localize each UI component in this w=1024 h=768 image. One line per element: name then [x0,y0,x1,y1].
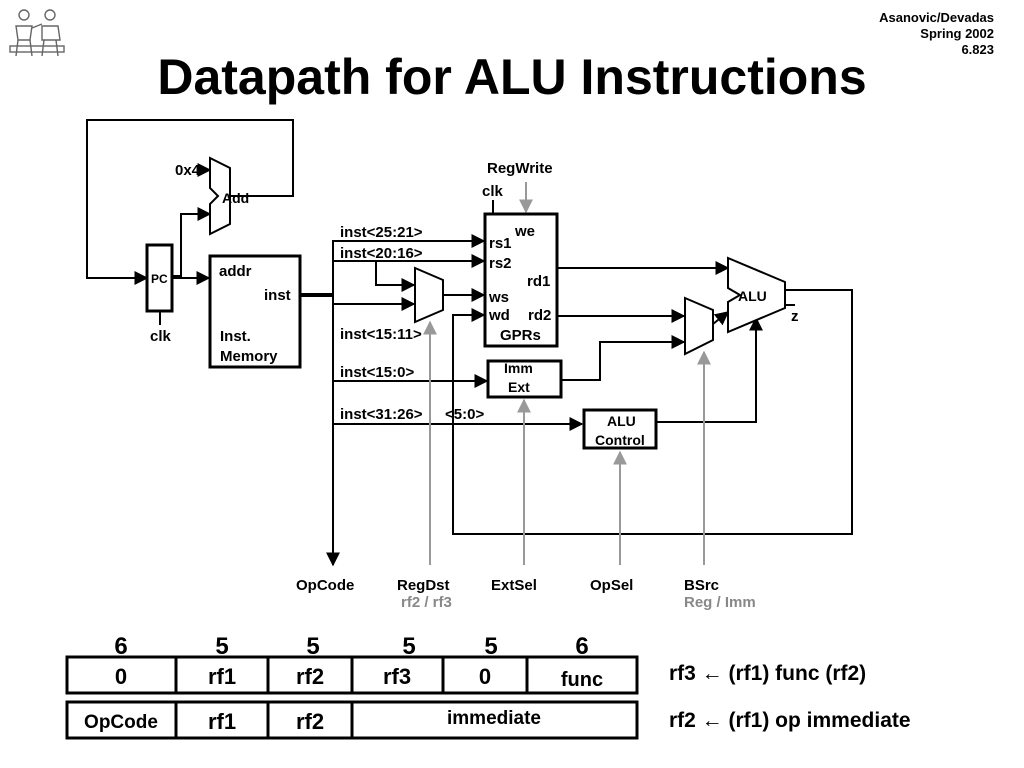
rtype-field-0: 0 [115,664,127,689]
regdst-mux [414,266,444,324]
imem-inst-label: inst [264,287,291,304]
pc-adder [209,156,231,236]
pc-register [145,243,174,313]
width-1: 5 [215,633,228,660]
rtype-field-3: rf3 [383,664,411,689]
course-term: Spring 2002 [920,26,994,41]
alu-control-line2: Control [595,432,645,448]
alu-control-unit [582,408,658,450]
gpr-rs1-label: rs1 [489,235,512,252]
imm-ext-line2: Ext [508,379,530,395]
width-0: 6 [114,633,127,660]
field-5-0: <5:0> [445,406,484,423]
imem-name-line2: Memory [220,348,278,365]
regdst-signal-label: RegDst [397,577,450,594]
pc-clk-label: clk [150,328,172,345]
rt-to-mux-wire [375,261,416,292]
extsel-signal-label: ExtSel [491,577,537,594]
instruction-memory [208,254,302,369]
field-25-21: inst<25:21> [340,224,423,241]
ext-to-mux-wire [561,335,686,381]
alu-out-label: z [791,308,799,325]
opcode-signal-label: OpCode [296,577,354,594]
rtype-equation: rf3 ← (rf1) func (rf2) [669,662,866,685]
regwrite-label: RegWrite [487,160,553,177]
gpr-rd1-label: rd1 [527,273,550,290]
imem-name-line1: Inst. [220,328,251,345]
gpr-rd2-label: rd2 [528,307,551,324]
imm-ext-line1: Imm [504,360,533,376]
slide-title: Datapath for ALU Instructions [157,49,867,105]
width-4: 5 [484,633,497,660]
regdst-sub-label: rf2 / rf3 [401,594,452,611]
bsrc-sub-label: Reg / Imm [684,594,756,611]
gpr-file [483,212,559,348]
gpr-rs2-label: rs2 [489,255,512,272]
field-15-11: inst<15:11> [340,326,422,343]
course-number: 6.823 [961,42,994,57]
course-authors: Asanovic/Devadas [879,10,994,25]
opsel-signal-label: OpSel [590,577,633,594]
itype-field-1: rf1 [208,709,236,734]
itype-field-2: rf2 [296,709,324,734]
field-widths: 6 5 5 5 5 6 [114,633,588,660]
itype-equation: rf2 ← (rf1) op immediate [669,709,911,732]
writeback-wire [452,289,853,535]
itype-field-3: immediate [447,708,541,729]
course-info: Asanovic/Devadas Spring 2002 6.823 [879,10,994,58]
pc-to-adder-wire [172,207,212,277]
const4-label: 0x4 [175,162,201,179]
imm-ext-unit [486,359,563,399]
gpr-clk-label: clk [482,183,504,200]
rtype-field-1: rf1 [208,664,236,689]
alu-label: ALU [738,288,767,304]
rtype-field-4: 0 [479,664,491,689]
adder-label: Add [222,190,249,206]
rtype-field-2: rf2 [296,664,324,689]
rtype-field-5: func [561,669,603,691]
field-31-26: inst<31:26> [340,406,423,423]
pc-label: PC [151,272,168,286]
bsrc-signal-label: BSrc [684,577,719,594]
rtype-format: 0 rf1 rf2 rf3 0 func [65,655,639,695]
field-20-16: inst<20:16> [340,245,423,262]
alu-unit [727,256,786,334]
field-15-0: inst<15:0> [340,364,414,381]
mux-to-alu-wire [712,311,730,326]
width-5: 6 [575,633,588,660]
alu-control-line1: ALU [607,413,636,429]
gpr-we-label: we [514,223,535,240]
gpr-wd-label: wd [488,307,510,324]
imem-addr-label: addr [219,263,252,280]
mit-logo [9,9,65,57]
width-2: 5 [306,633,319,660]
pc-next-wire [86,119,294,285]
width-3: 5 [402,633,415,660]
gpr-name-label: GPRs [500,327,541,344]
itype-field-0: OpCode [84,712,158,733]
bsrc-mux [684,296,714,356]
gpr-ws-label: ws [488,289,509,306]
itype-format: OpCode rf1 rf2 immediate [65,700,639,740]
aluctl-to-alu-wire [656,316,763,423]
